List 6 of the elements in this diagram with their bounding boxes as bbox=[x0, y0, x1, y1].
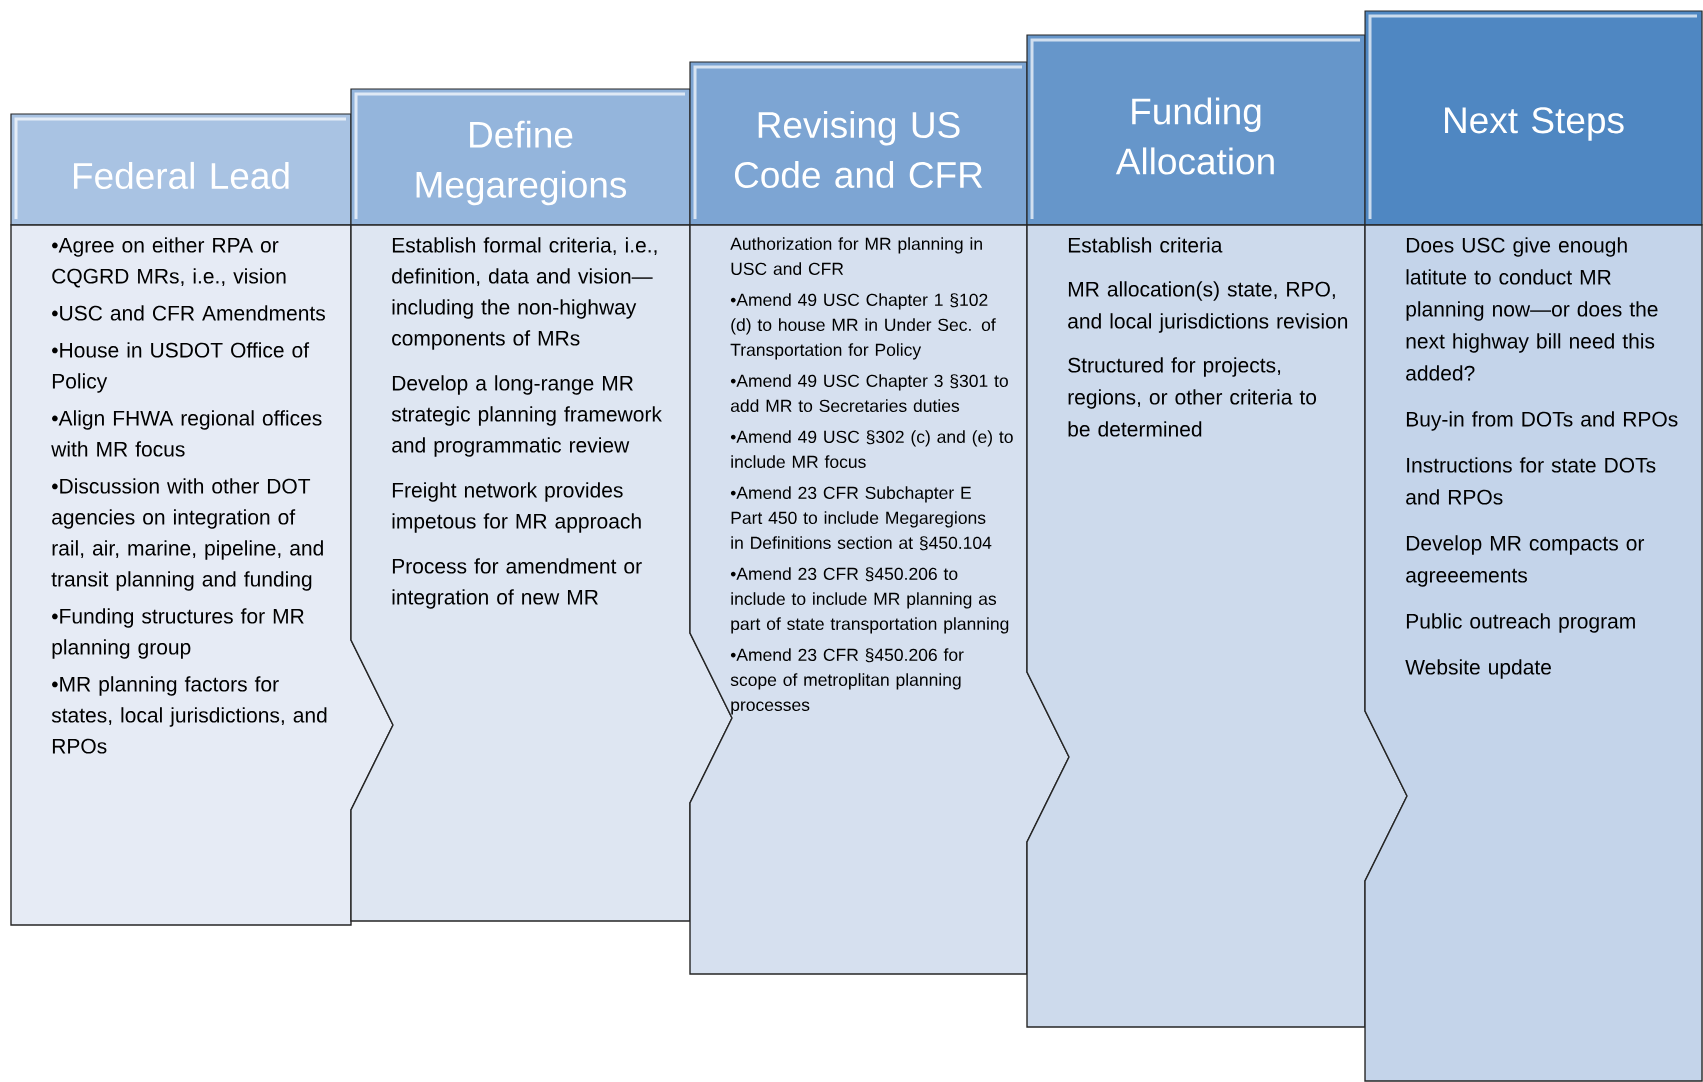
column-header: Next Steps bbox=[1364, 10, 1703, 226]
column-header: Funding Allocation bbox=[1026, 34, 1366, 226]
column-header: Define Megaregions bbox=[350, 88, 691, 226]
column-header: Federal Lead bbox=[10, 113, 352, 226]
column-header: Revising US Code and CFR bbox=[689, 61, 1028, 226]
column-panel: Does USC give enough latitute to conduct MR planning now—or does the next highway bill need this added? Buy-in from DOTs and RPOs Instructions for state DOTs and RPOs Develop MR compacts or agreeements Public outreach program Website update bbox=[1364, 224, 1703, 1082]
